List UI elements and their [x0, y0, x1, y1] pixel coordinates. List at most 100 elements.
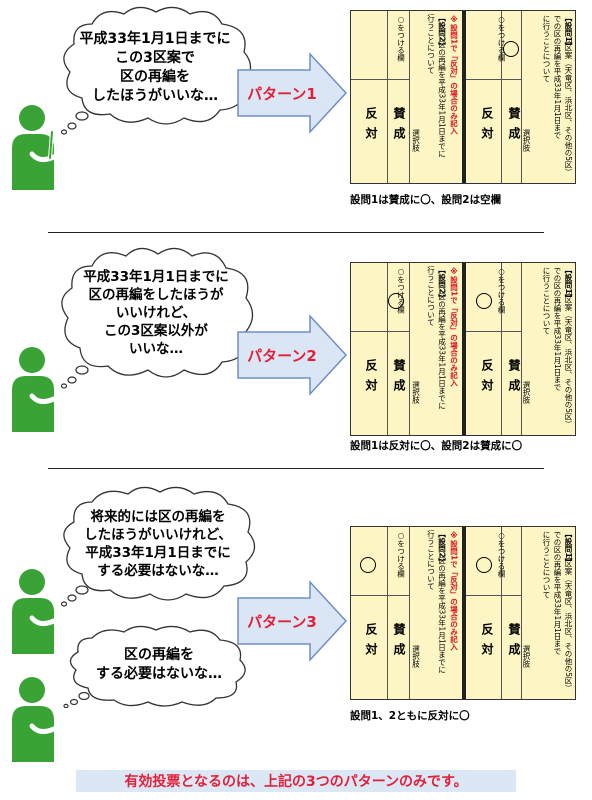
- agree-option: 賛成: [507, 359, 521, 399]
- question-1-header: 【設問1】: [564, 530, 573, 566]
- ballot-row-line: [466, 595, 521, 596]
- mark-column-label: ○をつける欄: [497, 531, 506, 578]
- mark-column-label: ○をつける欄: [396, 531, 406, 578]
- sample-ballot: 【設問1】3区案（天竜区、浜北区、その他の5区）での区の再編を平成33年1月1日…: [350, 10, 576, 184]
- question-1-text: に行うことについて: [542, 15, 551, 83]
- thinking-person-icon: [12, 569, 59, 654]
- thinking-person-icon: [12, 347, 59, 432]
- thought-bubble-text: 平成33年1月1日までに この3区案で 区の再編を したほうがいいな…: [79, 31, 231, 104]
- ballot-column-line: [521, 11, 522, 183]
- agree-option: 賛成: [392, 623, 406, 663]
- thought-bubble-shape: [60, 486, 256, 607]
- question-1-text: での区の再編を平成33年1月1日まで: [553, 267, 562, 392]
- section-divider: [48, 232, 544, 233]
- question-1-text: 3区案（天竜区、浜北区、その他の5区）: [564, 39, 573, 177]
- pattern-label: パターン2: [247, 346, 317, 365]
- choice-column-label: 選択肢: [522, 381, 531, 404]
- question-2-text: 区の再編を平成33年1月1日までに: [437, 293, 447, 410]
- question-2-header: 【設問2】: [437, 266, 447, 302]
- mark-column-label: ○をつける欄: [396, 15, 406, 62]
- thought-bubble-shape: [60, 247, 254, 389]
- question-2-text: 行うことについて: [426, 266, 436, 326]
- question-2-text: 行うことについて: [426, 14, 436, 74]
- ballot-column-line: [521, 263, 522, 435]
- question-1-text: に行うことについて: [542, 267, 551, 335]
- selection-circle-mark: [388, 293, 404, 309]
- ballot-column-line: [387, 527, 388, 699]
- ballot-separator: [462, 527, 466, 699]
- ballot-column-line: [501, 11, 502, 183]
- pattern-label: パターン1: [247, 84, 317, 103]
- ballot-row-line: [466, 79, 521, 80]
- question-1-text: に行うことについて: [542, 531, 551, 599]
- pattern-caption: 設問1は反対に〇、設問2は賛成に〇: [350, 440, 523, 452]
- pattern-caption: 設問1、2ともに反対に〇: [350, 710, 470, 722]
- choice-column-label: 選択肢: [522, 129, 531, 152]
- arrow-right-icon: [237, 314, 348, 396]
- selection-circle-mark: [360, 557, 376, 573]
- choice-column-label: 選択肢: [411, 129, 421, 152]
- ballot-column-line: [409, 527, 410, 699]
- ballot-separator: [462, 11, 466, 183]
- sample-ballot: 【設問1】3区案（天竜区、浜北区、その他の5区）での区の再編を平成33年1月1日…: [350, 526, 576, 700]
- selection-circle-mark: [476, 557, 492, 573]
- pattern-caption: 設問1は賛成に〇、設問2は空欄: [350, 194, 502, 206]
- agree-option: 賛成: [507, 107, 521, 147]
- agree-option: 賛成: [392, 107, 406, 147]
- ballot-column-line: [501, 527, 502, 699]
- thought-bubble-text: 将来的には区の再編を したほうがいいけれど、 平成33年1月1日までに する必要…: [84, 509, 232, 579]
- oppose-option: 反対: [364, 107, 378, 147]
- pattern-3-section: 将来的には区の再編を したほうがいいけれど、 平成33年1月1日までに する必要…: [0, 470, 592, 766]
- question-1-text: での区の再編を平成33年1月1日まで: [553, 531, 562, 656]
- thought-bubble-shape: [60, 6, 252, 135]
- section-divider: [48, 468, 544, 469]
- arrow-right-icon: [237, 52, 348, 134]
- question-2-text: 区の再編を平成33年1月1日までに: [437, 41, 447, 158]
- thought-bubble-shape: [63, 625, 246, 708]
- selection-circle-mark: [503, 41, 519, 57]
- mark-column-label: ○をつける欄: [396, 267, 406, 314]
- question-2-header: 【設問2】: [437, 530, 447, 566]
- ballot-row-line: [351, 331, 409, 332]
- thinking-person-icon: [12, 105, 59, 190]
- valid-vote-notice: 有効投票となるのは、上記の3つのパターンのみです。: [76, 770, 516, 792]
- mark-column-label: ○をつける欄: [497, 267, 506, 314]
- mark-column-label: ○をつける欄: [497, 15, 506, 62]
- agree-option: 賛成: [507, 623, 521, 663]
- question-1-text: 3区案（天竜区、浜北区、その他の5区）: [564, 555, 573, 693]
- ballot-separator: [462, 263, 466, 435]
- question-2-note: ※設問1で「反対」の場合のみ記入: [449, 267, 459, 387]
- oppose-option: 反対: [480, 359, 494, 399]
- selection-circle-mark: [476, 293, 492, 309]
- question-2-note: ※設問1で「反対」の場合のみ記入: [449, 531, 459, 651]
- oppose-option: 反対: [480, 107, 494, 147]
- ballot-column-line: [387, 263, 388, 435]
- sample-ballot: 【設問1】3区案（天竜区、浜北区、その他の5区）での区の再編を平成33年1月1日…: [350, 262, 576, 436]
- question-2-text: 区の再編を平成33年1月1日までに: [437, 557, 447, 674]
- question-1-text: 3区案（天竜区、浜北区、その他の5区）: [564, 291, 573, 429]
- question-1-text: での区の再編を平成33年1月1日まで: [553, 15, 562, 140]
- agree-option: 賛成: [392, 359, 406, 399]
- thinking-person-icon: [12, 677, 59, 762]
- question-1-header: 【設問1】: [564, 266, 573, 302]
- question-1-header: 【設問1】: [564, 14, 573, 50]
- choice-column-label: 選択肢: [411, 381, 421, 404]
- question-2-note: ※設問1で「反対」の場合のみ記入: [449, 15, 459, 135]
- oppose-option: 反対: [364, 623, 378, 663]
- ballot-column-line: [521, 527, 522, 699]
- ballot-row-line: [351, 79, 409, 80]
- thought-bubble-text: 平成33年1月1日までに 区の再編をしたほうが いいけれど、 この3区案以外が …: [83, 269, 229, 357]
- pattern-2-section: 平成33年1月1日までに 区の再編をしたほうが いいけれど、 この3区案以外が …: [0, 234, 592, 464]
- thought-bubble-text: 区の再編を する必要はないな…: [96, 647, 222, 682]
- oppose-option: 反対: [480, 623, 494, 663]
- ballot-column-line: [387, 11, 388, 183]
- question-2-text: 行うことについて: [426, 530, 436, 590]
- pattern-label: パターン3: [247, 612, 317, 631]
- pattern-1-section: 平成33年1月1日までに この3区案で 区の再編を したほうがいいな… パターン…: [0, 0, 592, 228]
- ballot-column-line: [501, 263, 502, 435]
- arrow-right-icon: [237, 580, 348, 662]
- ballot-column-line: [409, 263, 410, 435]
- question-2-header: 【設問2】: [437, 14, 447, 50]
- oppose-option: 反対: [364, 359, 378, 399]
- ballot-row-line: [351, 595, 409, 596]
